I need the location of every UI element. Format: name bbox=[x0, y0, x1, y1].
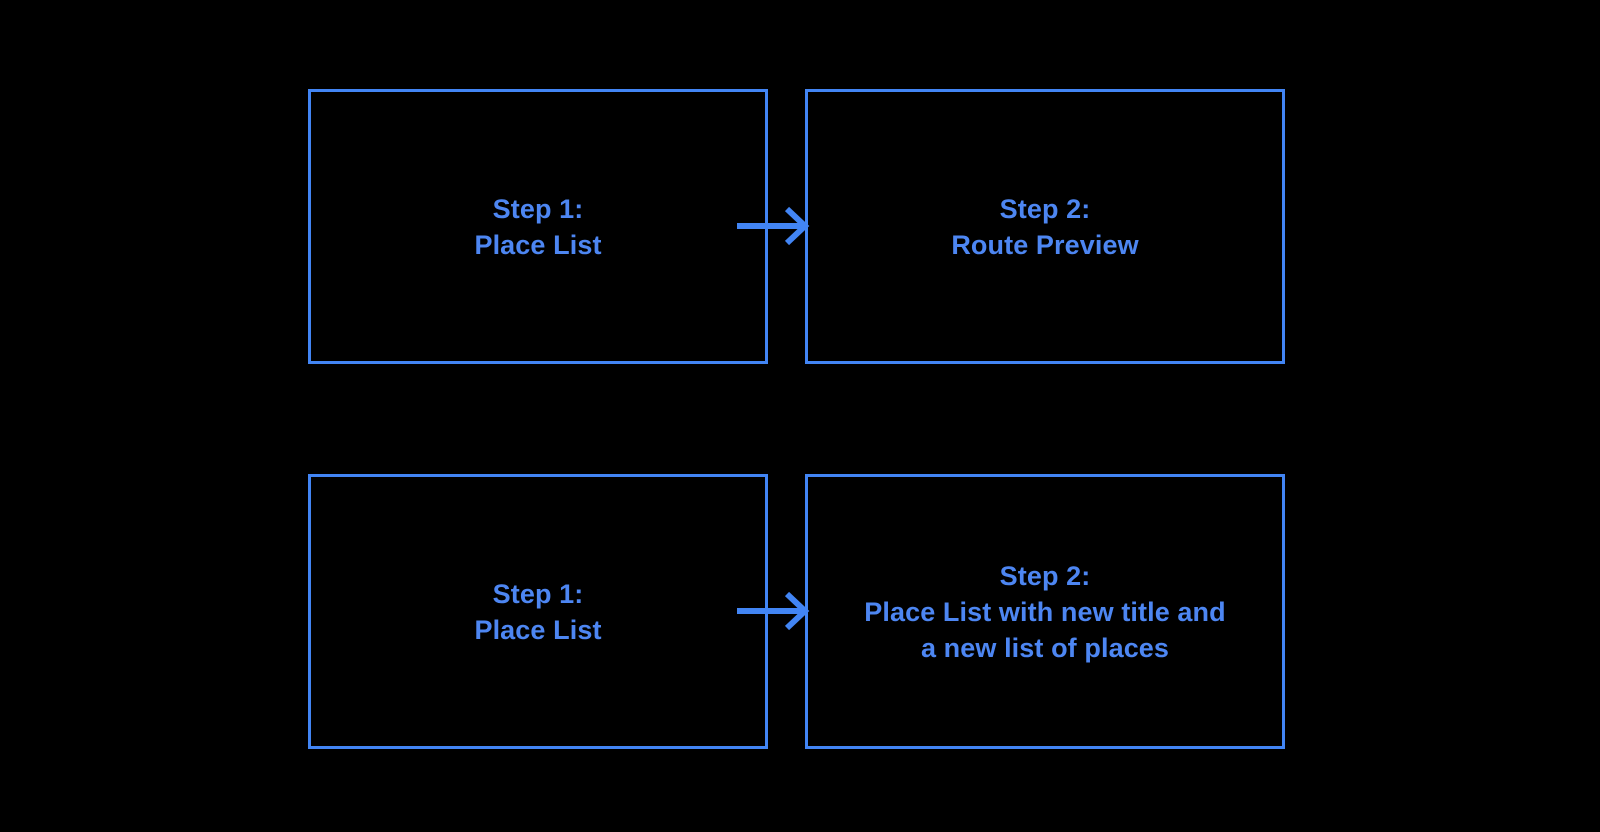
flow-row-top: Step 1: Place List Step 2: Route Preview bbox=[0, 89, 1600, 364]
step-box-top-left[interactable]: Step 1: Place List bbox=[308, 89, 768, 364]
step-box-label: Step 2: Route Preview bbox=[951, 193, 1139, 260]
step-box-bottom-left[interactable]: Step 1: Place List bbox=[308, 474, 768, 749]
step-box-top-right[interactable]: Step 2: Route Preview bbox=[805, 89, 1285, 364]
step-box-bottom-right[interactable]: Step 2: Place List with new title and a … bbox=[805, 474, 1285, 749]
step-box-label: Step 2: Place List with new title and a … bbox=[864, 560, 1226, 663]
step-box-label: Step 1: Place List bbox=[474, 578, 602, 645]
flow-row-bottom: Step 1: Place List Step 2: Place List wi… bbox=[0, 474, 1600, 749]
step-box-label: Step 1: Place List bbox=[474, 193, 602, 260]
